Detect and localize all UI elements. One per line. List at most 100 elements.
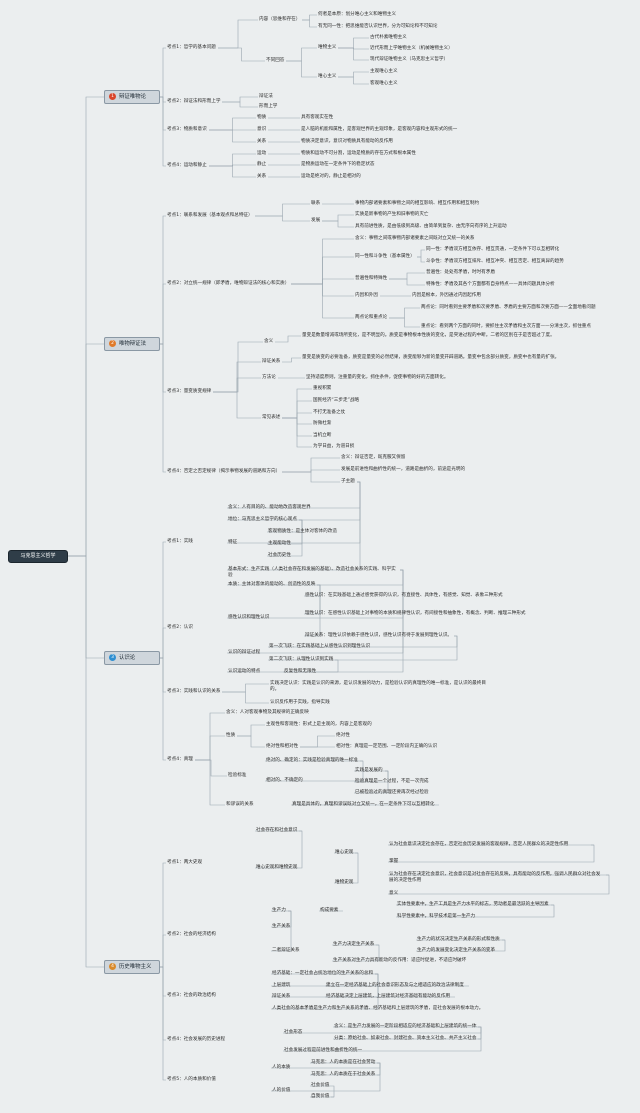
- mindmap-node[interactable]: 社会价值: [311, 1083, 330, 1088]
- topic-node[interactable]: 考点4：社会发展的历史进程: [167, 1037, 226, 1042]
- mindmap-node[interactable]: 本质：主体对客体的能动的、创造性的反映: [228, 582, 316, 587]
- mindmap-node[interactable]: 经济基础决定上层建筑，上层建筑对经济基础有能动的反作用: [326, 994, 451, 999]
- mindmap-node[interactable]: 发展是前进性和曲折性的统一，道路是曲折的，前途是光明的: [341, 467, 466, 472]
- mindmap-node[interactable]: 感性认识和理性认识: [228, 615, 270, 620]
- mindmap-node[interactable]: 何者是本原：划分唯心主义和唯物主义: [318, 12, 397, 17]
- mindmap-node[interactable]: 相对性：真理是一定范围、一定阶段内正确的认识: [336, 744, 438, 749]
- mindmap-node[interactable]: 二者辩证关系: [272, 948, 300, 953]
- topic-node[interactable]: 考点3：物质和意识: [167, 127, 207, 132]
- mindmap-node[interactable]: 意义: [389, 891, 399, 896]
- mindmap-node[interactable]: 现代辩证唯物主义（马克思主义哲学）: [370, 57, 449, 62]
- mindmap-node[interactable]: 地位：马克思主义哲学的核心观点: [228, 517, 297, 522]
- mindmap-node[interactable]: 自我价值: [311, 1094, 330, 1099]
- topic-node[interactable]: 考点1：实践: [167, 539, 193, 544]
- mindmap-node[interactable]: 普遍性：处处有矛盾，时时有矛盾: [426, 270, 495, 275]
- mindmap-node[interactable]: 生产力决定生产关系: [333, 942, 375, 947]
- mindmap-node[interactable]: 相对的、不确定的: [266, 778, 303, 783]
- mindmap-node[interactable]: 生产力的发展变化决定生产关系的变革: [417, 948, 496, 953]
- mindmap-node[interactable]: 人类社会的基本矛盾是生产力和生产关系的矛盾、经济基础和上层建筑的矛盾，是社会发展…: [272, 1006, 484, 1011]
- topic-node[interactable]: 考点4：真理: [167, 757, 193, 762]
- mindmap-node[interactable]: 为学日益，为道日损: [313, 444, 355, 449]
- mindmap-node[interactable]: 人的本质: [272, 1065, 291, 1070]
- mindmap-node[interactable]: 唯心史观和唯物史观: [256, 865, 298, 870]
- mindmap-node[interactable]: 辩证法: [259, 94, 273, 99]
- mindmap-node[interactable]: 社会历史性: [268, 553, 291, 558]
- mindmap-node[interactable]: 分类：原始社会、奴隶社会、封建社会、资本主义社会、共产主义社会: [334, 1036, 477, 1041]
- mindmap-node[interactable]: 人的价值: [272, 1088, 291, 1093]
- mindmap-node[interactable]: 联系: [311, 201, 321, 206]
- mindmap-node[interactable]: 真理是具体的，真理和谬误既对立又统一，在一定条件下可以互相转化: [292, 802, 435, 807]
- topic-node[interactable]: 考点5：人的本质和价值: [167, 1077, 216, 1082]
- mindmap-node[interactable]: 具有客观实在性: [301, 115, 334, 120]
- mindmap-node[interactable]: 重点论：看到两个方面的同时，要抓住主次矛盾和主次方面——分清主次，抓住重点: [421, 324, 591, 329]
- mindmap-node[interactable]: 同一性：矛盾双方相互依存、相互贯通，一定条件下可以互相转化: [426, 247, 560, 252]
- topic-node[interactable]: 考点1：联系和发展（基本观点和总特征）: [167, 213, 253, 218]
- mindmap-node[interactable]: 两点论和重点论: [355, 315, 388, 320]
- mindmap-node[interactable]: 基本形式：生产实践（人类社会存在和发展的基础）、改造社会关系的实践、科学实验: [228, 567, 396, 578]
- mindmap-node[interactable]: 实体性要素中，生产工具是生产力水平的标志，劳动者是最活跃的主导因素: [397, 902, 549, 907]
- mindmap-node[interactable]: 运动: [257, 151, 267, 156]
- mindmap-node[interactable]: 绝对的、确定的：实践是检验真理的唯一标准: [266, 758, 358, 763]
- mindmap-node[interactable]: 意识: [257, 127, 267, 132]
- mindmap-node[interactable]: 第二次飞跃：从理性认识到实践: [269, 657, 334, 662]
- mindmap-node[interactable]: 检验真理是一个过程，不是一次完成: [355, 779, 429, 784]
- root-node[interactable]: 马克思主义哲学: [8, 550, 68, 563]
- mindmap-node[interactable]: 第一次飞跃：在实践基础上从感性认识到理性认识: [269, 644, 371, 649]
- topic-node[interactable]: 考点3：社会的政治结构: [167, 993, 216, 998]
- mindmap-node[interactable]: 唯心主义: [318, 74, 337, 79]
- topic-node[interactable]: 考点1：两大史观: [167, 860, 203, 865]
- mindmap-node[interactable]: 国民经济“三步走”战略: [313, 398, 360, 403]
- mindmap-node[interactable]: 发展: [311, 218, 321, 223]
- mindmap-node[interactable]: 认识运动的特点: [228, 669, 261, 674]
- topic-node[interactable]: 考点4：否定之否定规律（揭示事物发展的道路和方向）: [167, 469, 281, 474]
- topic-node[interactable]: 考点3：量变质变规律: [167, 389, 212, 394]
- mindmap-node[interactable]: 唯物主义: [318, 45, 337, 50]
- mindmap-node[interactable]: 实践是发展的: [355, 768, 383, 773]
- mindmap-node[interactable]: 经济基础：一定社会占统治地位的生产关系的总和: [272, 971, 374, 976]
- mindmap-node[interactable]: 子主题: [341, 479, 355, 484]
- mindmap-node[interactable]: 马克思：人的本质是在社会劳动: [311, 1060, 376, 1065]
- mindmap-node[interactable]: 形而上学: [259, 104, 278, 109]
- topic-node[interactable]: 考点4：运动和静止: [167, 163, 207, 168]
- mindmap-node[interactable]: 社会发展过程是前进性和曲折性的统一: [284, 1048, 363, 1053]
- mindmap-node[interactable]: 社会形态: [284, 1030, 303, 1035]
- mindmap-node[interactable]: 含义: [264, 339, 274, 344]
- mindmap-node[interactable]: 掌握: [389, 859, 399, 864]
- topic-node[interactable]: 考点1：哲学的基本问题: [167, 45, 216, 50]
- mindmap-node[interactable]: 建立在一定经济基础上的社会意识形态及与之相适应的政治法律制度: [326, 983, 464, 988]
- mindmap-node[interactable]: 实质是新事物的产生和旧事物的灭亡: [355, 212, 429, 217]
- topic-node[interactable]: 考点3：实践和认识的关系: [167, 689, 221, 694]
- mindmap-node[interactable]: 坚持适度原则，注重量的变化，抓住条件，促使事物的好的方面转化。: [306, 375, 449, 380]
- mindmap-node[interactable]: 社会存在和社会意识: [256, 828, 298, 833]
- mindmap-node[interactable]: 绝对性: [336, 733, 350, 738]
- mindmap-node[interactable]: 实践决定认识：实践是认识的来源，是认识发展的动力，是检验认识的真理性的唯一标准，…: [270, 681, 486, 692]
- mindmap-node[interactable]: 不打无准备之仗: [313, 410, 346, 415]
- mindmap-node[interactable]: 检验标准: [228, 773, 247, 778]
- mindmap-node[interactable]: 生产关系对生产力具有能动的反作用：适应时促进，不适应时破坏: [333, 958, 467, 963]
- mindmap-node[interactable]: 事物内部诸要素和事物之间的相互影响、相互作用和相互制约: [355, 201, 480, 206]
- mindmap-node[interactable]: 认为社会存在决定社会意识，社会意识是对社会存在的反映，具有能动的反作用，强调人民…: [389, 872, 601, 883]
- mindmap-node[interactable]: 物质决定意识，意识对物质具有能动的反作用: [301, 139, 393, 144]
- mindmap-node[interactable]: 量变是质变的必要准备，质变是量变的必然结果，质变能够为新的量变开辟道路。量变中包…: [302, 355, 560, 360]
- mindmap-node[interactable]: 含义：人对客观事物及其规律的正确反映: [226, 710, 309, 715]
- mindmap-node[interactable]: 主观唯心主义: [370, 69, 398, 74]
- mindmap-node[interactable]: 物质和运动不可分割，运动是物质的存在方式和根本属性: [301, 151, 416, 156]
- mindmap-node[interactable]: 构成要素: [320, 908, 339, 913]
- mindmap-node[interactable]: 认识的辩证过程: [228, 650, 261, 655]
- mindmap-node[interactable]: 古代朴素唯物主义: [370, 35, 407, 40]
- mindmap-node[interactable]: 和谬误的关系: [226, 802, 254, 807]
- mindmap-node[interactable]: 是人脑的机能和属性，是客观世界的主观印象，是客观内容和主观形式的统一: [301, 127, 458, 132]
- mindmap-node[interactable]: 当机立断: [313, 433, 332, 438]
- mindmap-node[interactable]: 感性认识：在实践基础上通过感觉获得的认识，有直接性、具体性，有感觉、知觉、表象三…: [305, 593, 503, 598]
- mindmap-node[interactable]: 含义：事物之间或事物内部诸要素之间既对立又统一的关系: [355, 236, 475, 241]
- mindmap-node[interactable]: 是物质运动在一定条件下的稳定状态: [301, 162, 375, 167]
- mindmap-node[interactable]: 绝对性和相对性: [266, 744, 299, 749]
- mindmap-node[interactable]: 已被检验过的真理还要再次经过检验: [355, 790, 429, 795]
- topic-node[interactable]: 考点2：认识: [167, 625, 193, 630]
- mindmap-node[interactable]: 关系: [257, 139, 267, 144]
- mindmap-node[interactable]: 辩证关系: [272, 994, 291, 999]
- mindmap-node[interactable]: 生产关系: [272, 924, 291, 929]
